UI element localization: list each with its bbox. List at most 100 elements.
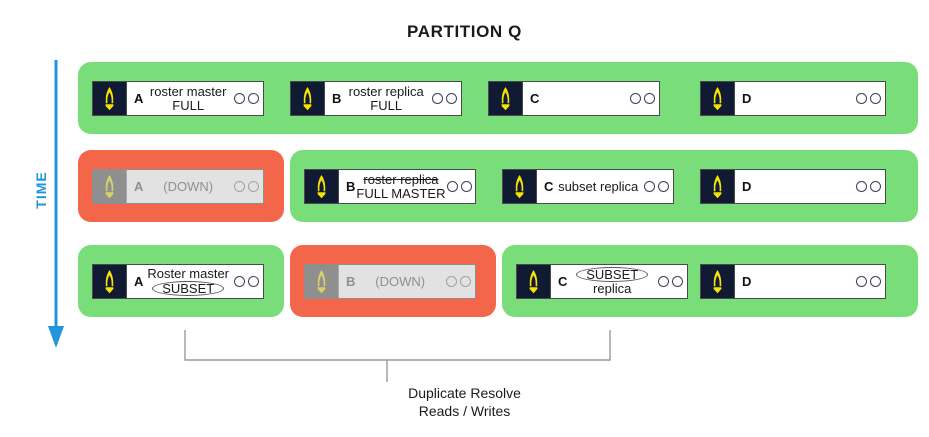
disk-indicator [644,181,655,192]
disk-indicator [460,276,471,287]
node-label: B [346,274,356,289]
disk-indicator [658,181,669,192]
server-rocket-icon [489,82,523,115]
server-rocket-icon [701,170,735,203]
node-role-line: (DOWN) [163,178,214,194]
server-rocket-icon [93,170,127,203]
node-label: A [134,274,144,289]
disk-indicator [248,181,259,192]
disk-indicator [447,181,459,192]
page-title: PARTITION Q [407,22,522,41]
disk-indicator-icon [657,276,683,287]
disk-indicator [630,93,641,104]
server-rocket-icon [701,265,735,298]
node-role-line: Roster master [147,266,230,282]
node-label: C [544,179,554,194]
disk-indicator [446,93,457,104]
bracket-caption-line: Duplicate Resolve [408,385,521,401]
server-rocket-icon [291,82,325,115]
disk-indicator [248,276,259,287]
node-label: A [134,91,144,106]
node-body: D [735,170,885,203]
disk-indicator [870,181,881,192]
node-label: D [742,91,752,106]
node-role-text: subset replica [553,180,643,194]
disk-indicator [432,93,443,104]
highlight-ellipse: SUBSET [576,267,649,283]
node-a[interactable]: A (DOWN) [92,169,264,204]
node-body: D [735,265,885,298]
node-role-text: (DOWN) [355,273,445,289]
disk-indicator [658,276,669,287]
node-label: A [134,179,144,194]
disk-indicator [234,276,245,287]
disk-indicator [644,93,655,104]
disk-indicator-icon [629,93,655,104]
node-role-line: roster master [149,84,227,100]
node-label: C [558,274,568,289]
duplicate-resolve-bracket [184,330,611,382]
bracket-caption-line: Reads / Writes [418,402,511,419]
node-d[interactable]: D [700,169,886,204]
disk-indicator-icon [445,276,471,287]
disk-indicator-icon [855,181,881,192]
disk-indicator [870,93,881,104]
server-rocket-icon [93,265,127,298]
node-role-line: replica [593,281,632,297]
node-body: A (DOWN) [127,170,263,203]
node-body: C [523,82,659,115]
disk-indicator [870,276,881,287]
server-rocket-icon [517,265,551,298]
node-d[interactable]: D [700,264,886,299]
disk-indicator-icon [855,93,881,104]
disk-indicator-icon [446,181,473,192]
node-label: B [346,179,356,194]
server-rocket-icon [93,82,127,115]
node-role-line: FULL [370,97,403,113]
node-role-line: SUBSET [144,280,232,296]
server-rocket-icon [503,170,537,203]
disk-indicator [446,276,457,287]
server-rocket-icon [305,170,339,203]
node-role-line: (DOWN) [375,273,426,289]
disk-indicator [234,93,245,104]
disk-indicator-icon [233,93,259,104]
time-axis: TIME [24,60,86,350]
disk-indicator [248,93,259,104]
node-role-line: FULL [172,97,205,113]
disk-indicator [672,276,683,287]
disk-indicator [856,181,867,192]
server-rocket-icon [305,265,339,298]
node-body: B (DOWN) [339,265,475,298]
node-role-line: roster replica [348,84,424,100]
node-label: D [742,274,752,289]
disk-indicator [234,181,245,192]
server-rocket-icon [701,82,735,115]
disk-indicator-icon [855,276,881,287]
node-d[interactable]: D [700,81,886,116]
node-role-line: roster replica [363,172,439,188]
disk-indicator [856,276,867,287]
disk-indicator [856,93,867,104]
node-label: C [530,91,540,106]
node-b[interactable]: B (DOWN) [304,264,476,299]
node-label: D [742,179,752,194]
node-role-line: SUBSET [568,267,656,283]
node-c[interactable]: C [488,81,660,116]
